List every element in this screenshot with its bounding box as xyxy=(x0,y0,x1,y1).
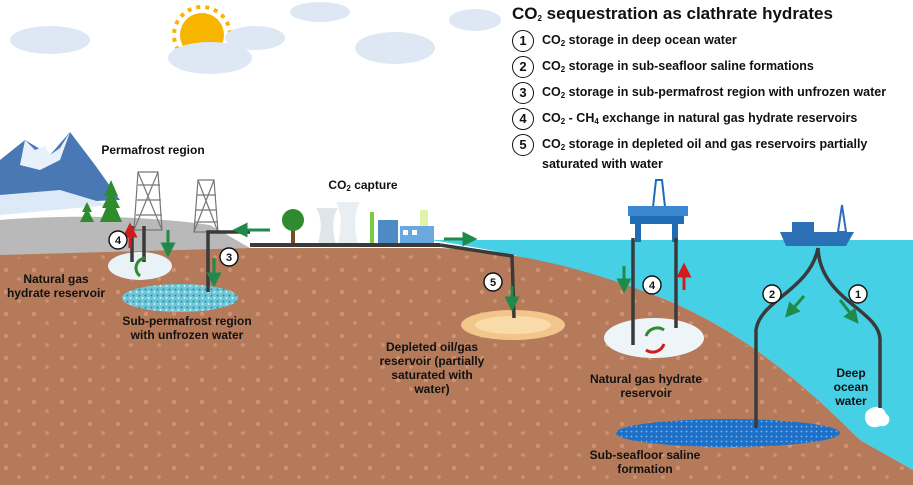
sub-permafrost-label: Sub-permafrost region with unfrozen wate… xyxy=(122,314,252,342)
hydrate-reservoir-right xyxy=(604,318,704,358)
legend-number: 3 xyxy=(512,82,534,104)
legend-text: CO2 storage in deep ocean water xyxy=(542,33,737,48)
legend-item: 2 CO2 storage in sub-seafloor saline for… xyxy=(512,56,907,78)
depleted-reservoir-label: Depleted oil/gas reservoir (partially sa… xyxy=(379,340,485,396)
marker-2 xyxy=(762,284,782,304)
marker-2-text: 2 xyxy=(769,289,775,301)
mountain-icon xyxy=(0,132,120,215)
capture-plant-icon xyxy=(316,202,434,244)
offshore-platform-icon xyxy=(628,179,688,242)
permafrost-region-label: Permafrost region xyxy=(101,143,205,157)
natural-gas-hydrate-left-label: Natural gas hydrate reservoir xyxy=(6,272,106,300)
legend-text: CO2 - CH4 exchange in natural gas hydrat… xyxy=(542,111,858,126)
marker-1 xyxy=(848,284,868,304)
legend-text: CO2 storage in sub-seafloor saline forma… xyxy=(542,59,814,74)
co2-capture-label: CO2 capture xyxy=(328,178,398,193)
marker-3 xyxy=(219,247,239,267)
deep-ocean-label: Deep ocean water xyxy=(833,366,869,408)
marker-4-left-text: 4 xyxy=(115,235,122,247)
legend-item: 4 CO2 - CH4 exchange in natural gas hydr… xyxy=(512,108,907,130)
legend-number: 5 xyxy=(512,134,534,156)
legend-number: 4 xyxy=(512,108,534,130)
natural-gas-hydrate-right-label: Natural gas hydrate reservoir xyxy=(589,372,703,400)
legend: CO2 sequestration as clathrate hydrates … xyxy=(512,4,907,176)
legend-text: CO2 storage in sub-permafrost region wit… xyxy=(542,85,887,100)
surface-pipeline xyxy=(250,243,440,247)
hydrate-reservoir-left xyxy=(108,252,172,280)
cloud-icon xyxy=(10,2,501,74)
injection-pipes xyxy=(130,226,882,428)
marker-5-text: 5 xyxy=(490,277,496,289)
legend-title: CO2 sequestration as clathrate hydrates xyxy=(512,4,833,23)
ch4-release-arrows xyxy=(122,222,692,290)
marker-5 xyxy=(483,272,503,292)
legend-text: CO2 storage in depleted oil and gas rese… xyxy=(542,137,868,171)
marker-4-right xyxy=(642,275,662,295)
sea xyxy=(430,240,913,470)
sub-permafrost-reservoir xyxy=(122,284,238,312)
legend-item: 5 CO2 storage in depleted oil and gas re… xyxy=(512,134,907,172)
deep-ocean-hydrate xyxy=(865,406,890,428)
exchange-icon xyxy=(134,256,666,354)
tree-icon xyxy=(282,209,304,244)
legend-item: 1 CO2 storage in deep ocean water xyxy=(512,30,907,52)
marker-4-right-text: 4 xyxy=(649,280,656,292)
marker-1-text: 1 xyxy=(855,289,861,301)
marker-3-text: 3 xyxy=(226,252,232,264)
pine-tree-icon xyxy=(80,180,122,222)
sub-seafloor-label: Sub-seafloor saline formation xyxy=(589,448,701,476)
legend-number: 1 xyxy=(512,30,534,52)
saline-formation xyxy=(616,419,840,447)
legend-number: 2 xyxy=(512,56,534,78)
co2-flow-arrows xyxy=(160,222,859,324)
ship-icon xyxy=(780,204,854,246)
marker-4-left xyxy=(108,230,128,250)
legend-item: 3 CO2 storage in sub-permafrost region w… xyxy=(512,82,907,104)
